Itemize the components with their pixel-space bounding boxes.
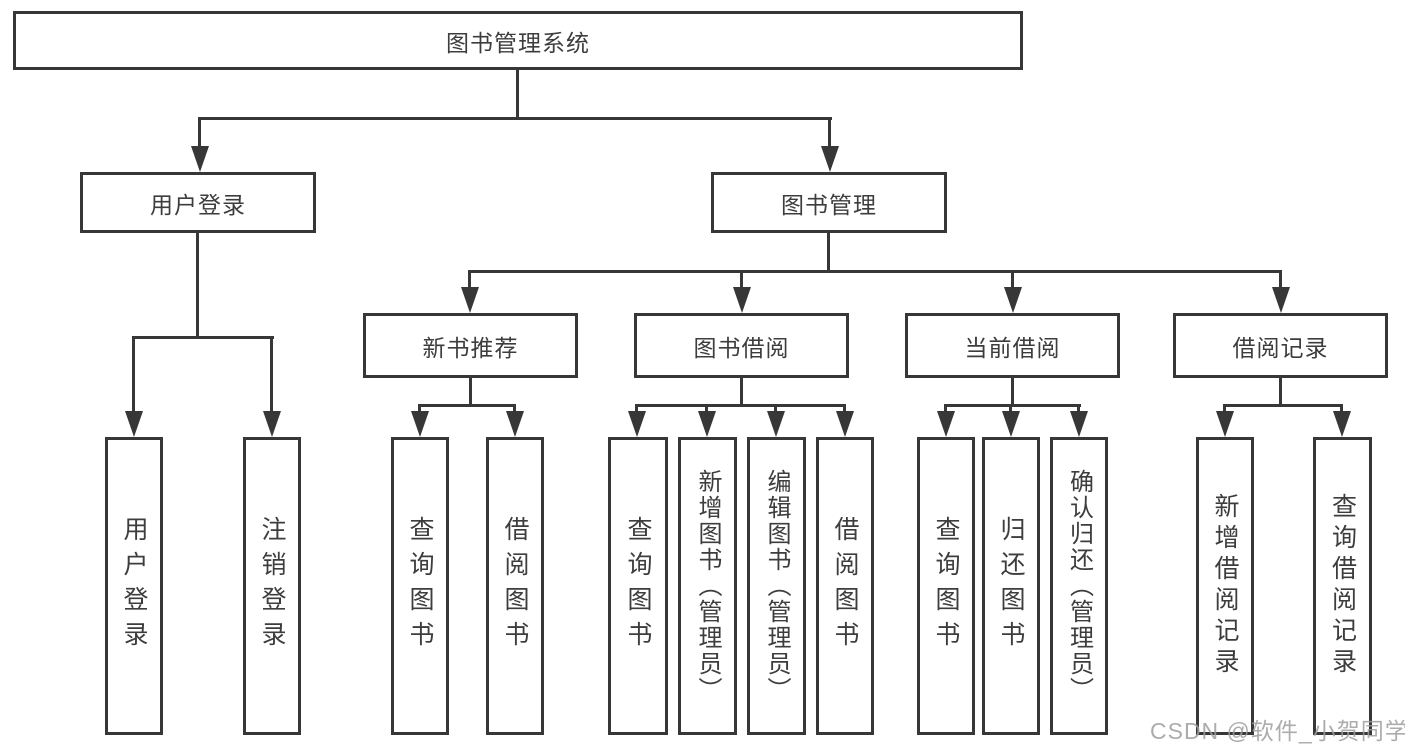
node-query-books-recommend: 查询图书 [391, 437, 449, 735]
connector [469, 378, 472, 406]
node-confirm-return-admin: 确认归还（管理员） [1050, 437, 1108, 735]
arrow-down-icon [821, 146, 839, 172]
node-query-books-current: 查询图书 [917, 437, 975, 735]
arrow-down-icon [1272, 287, 1290, 313]
arrow-down-icon [628, 411, 646, 437]
connector [132, 336, 135, 413]
connector [1009, 404, 1012, 414]
node-borrow-books-recommend: 借阅图书 [486, 437, 544, 735]
connector [418, 404, 421, 414]
node-query-books-borrowing: 查询图书 [608, 437, 668, 735]
connector [198, 117, 201, 148]
node-user-login-leaf: 用户登录 [105, 437, 163, 735]
connector [419, 404, 516, 407]
arrow-down-icon [767, 411, 785, 437]
connector [740, 270, 743, 290]
csdn-watermark: CSDN @软件_小贺同学 [1150, 718, 1405, 744]
arrow-down-icon [125, 411, 143, 437]
connector [635, 404, 638, 414]
arrow-down-icon [411, 411, 429, 437]
connector [469, 270, 1282, 273]
node-edit-books-admin: 编辑图书（管理员） [747, 437, 806, 735]
arrow-down-icon [506, 411, 524, 437]
connector [1340, 404, 1343, 414]
connector [944, 404, 947, 414]
connector [828, 117, 831, 148]
connector [1011, 270, 1014, 290]
arrow-down-icon [698, 411, 716, 437]
connector [774, 404, 777, 414]
arrow-down-icon [1004, 287, 1022, 313]
connector [944, 404, 1081, 407]
arrow-down-icon [733, 287, 751, 313]
node-borrow-books: 借阅图书 [816, 437, 874, 735]
node-add-books-admin: 新增图书（管理员） [678, 437, 737, 735]
node-current-borrowing: 当前借阅 [905, 313, 1120, 378]
arrow-down-icon [836, 411, 854, 437]
node-library-system: 图书管理系统 [13, 11, 1023, 70]
node-new-book-recommend: 新书推荐 [363, 313, 578, 378]
arrow-down-icon [461, 287, 479, 313]
connector [827, 233, 830, 273]
arrow-down-icon [1070, 411, 1088, 437]
connector [1279, 270, 1282, 290]
connector [468, 270, 471, 290]
connector [516, 70, 519, 118]
node-logout: 注销登录 [243, 437, 301, 735]
arrow-down-icon [263, 411, 281, 437]
connector [196, 233, 199, 338]
connector [843, 404, 846, 414]
node-book-management: 图书管理 [711, 172, 947, 233]
node-borrowing-records: 借阅记录 [1173, 313, 1388, 378]
connector [740, 378, 743, 406]
connector [270, 336, 273, 413]
connector [636, 404, 846, 407]
arrow-down-icon [191, 146, 209, 172]
connector [1279, 378, 1282, 406]
connector [1011, 378, 1014, 406]
node-return-books: 归还图书 [982, 437, 1040, 735]
arrow-down-icon [1002, 411, 1020, 437]
node-add-borrow-record: 新增借阅记录 [1196, 437, 1254, 735]
connector [705, 404, 708, 414]
connector [1077, 404, 1080, 414]
node-book-borrowing: 图书借阅 [634, 313, 849, 378]
arrow-down-icon [1333, 411, 1351, 437]
connector [1223, 404, 1226, 414]
node-user-login: 用户登录 [80, 172, 316, 233]
arrow-down-icon [1216, 411, 1234, 437]
connector [198, 117, 832, 120]
arrow-down-icon [937, 411, 955, 437]
node-query-borrow-record: 查询借阅记录 [1313, 437, 1372, 735]
connector [133, 336, 274, 339]
connector [513, 404, 516, 414]
connector [1224, 404, 1343, 407]
